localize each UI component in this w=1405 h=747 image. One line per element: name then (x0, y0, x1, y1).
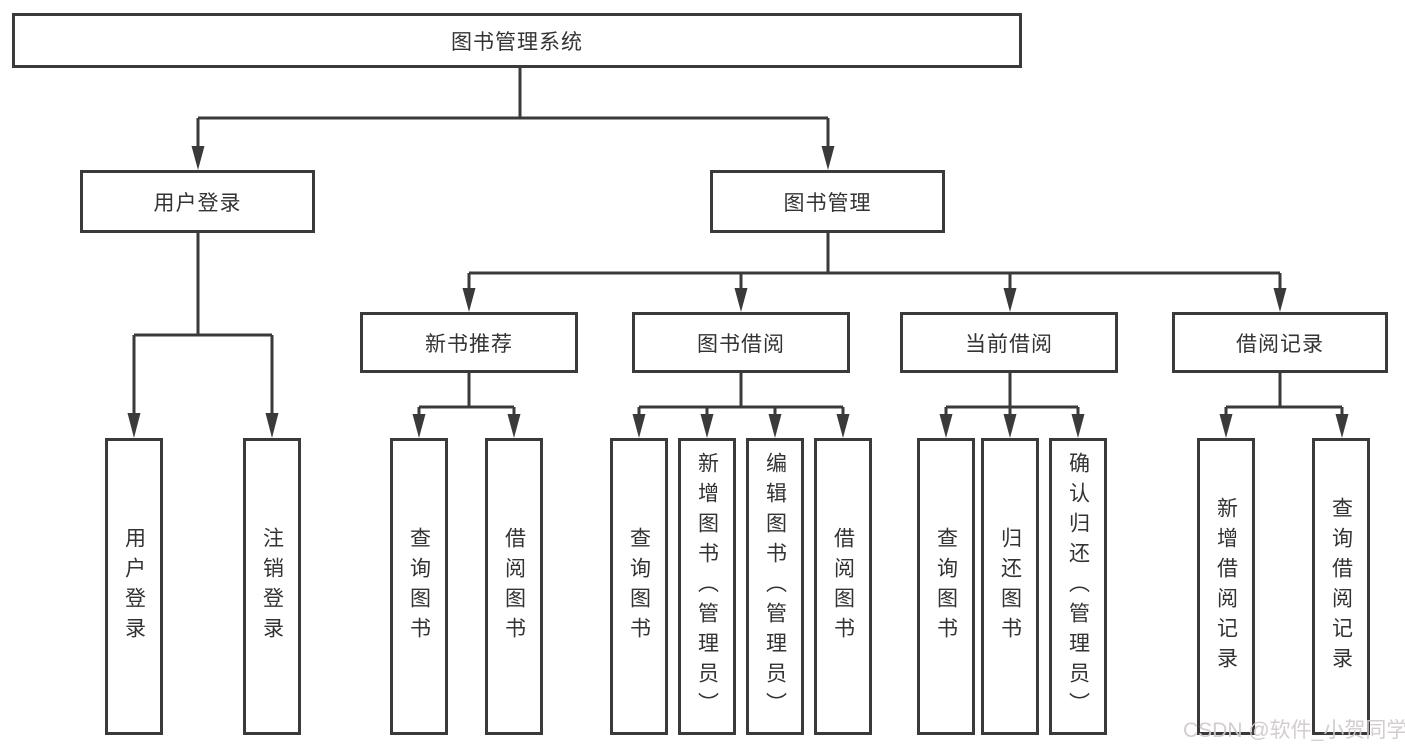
node-current-borrow: 当前借阅 (900, 312, 1118, 373)
node-borrow-records: 借阅记录 (1172, 312, 1388, 373)
leaf-borrow-query-book-label: 查询图书 (627, 526, 651, 647)
node-new-book-recommend-label: 新书推荐 (425, 332, 513, 356)
leaf-add-book-admin-label: 新增图书（管理员） (695, 451, 719, 722)
leaf-recommend-query-book-label: 查询图书 (407, 526, 431, 647)
leaf-edit-book-admin-label: 编辑图书（管理员） (763, 451, 787, 722)
leaf-borrow-query-book: 查询图书 (610, 438, 668, 735)
leaf-query-borrow-record-label: 查询借阅记录 (1329, 496, 1353, 677)
node-book-borrow-label: 图书借阅 (697, 332, 785, 356)
node-current-borrow-label: 当前借阅 (965, 332, 1053, 356)
leaf-add-book-admin: 新增图书（管理员） (678, 438, 736, 735)
node-new-book-recommend: 新书推荐 (360, 312, 578, 373)
leaf-user-login: 用户登录 (105, 438, 163, 735)
node-book-management: 图书管理 (710, 170, 945, 233)
node-user-login: 用户登录 (80, 170, 315, 233)
node-library-management-system-label: 图书管理系统 (451, 30, 583, 54)
connector-strokes (132, 68, 1344, 419)
leaf-return-book-label: 归还图书 (998, 526, 1022, 647)
node-book-borrow: 图书借阅 (632, 312, 850, 373)
node-library-management-system: 图书管理系统 (12, 13, 1022, 68)
leaf-recommend-borrow-book-label: 借阅图书 (502, 526, 526, 647)
leaf-current-query-book: 查询图书 (917, 438, 975, 735)
leaf-user-login-label: 用户登录 (122, 526, 146, 647)
leaf-add-borrow-record-label: 新增借阅记录 (1214, 496, 1238, 677)
arrowheads (127, 146, 1349, 438)
leaf-recommend-query-book: 查询图书 (390, 438, 448, 735)
leaf-confirm-return-admin-label: 确认归还（管理员） (1066, 451, 1090, 722)
leaf-borrow-book: 借阅图书 (814, 438, 872, 735)
leaf-return-book: 归还图书 (981, 438, 1039, 735)
leaf-query-borrow-record: 查询借阅记录 (1312, 438, 1370, 735)
leaf-confirm-return-admin: 确认归还（管理员） (1049, 438, 1107, 735)
leaf-logout: 注销登录 (243, 438, 301, 735)
leaf-logout-label: 注销登录 (260, 526, 284, 647)
leaf-current-query-book-label: 查询图书 (934, 526, 958, 647)
node-user-login-label: 用户登录 (153, 191, 242, 215)
leaf-add-borrow-record: 新增借阅记录 (1197, 438, 1255, 735)
node-borrow-records-label: 借阅记录 (1236, 332, 1324, 356)
leaf-borrow-book-label: 借阅图书 (831, 526, 855, 647)
csdn-watermark: CSDN @软件_小贺同学 (1183, 719, 1405, 742)
node-book-management-label: 图书管理 (783, 191, 872, 215)
leaf-recommend-borrow-book: 借阅图书 (485, 438, 543, 735)
leaf-edit-book-admin: 编辑图书（管理员） (746, 438, 804, 735)
